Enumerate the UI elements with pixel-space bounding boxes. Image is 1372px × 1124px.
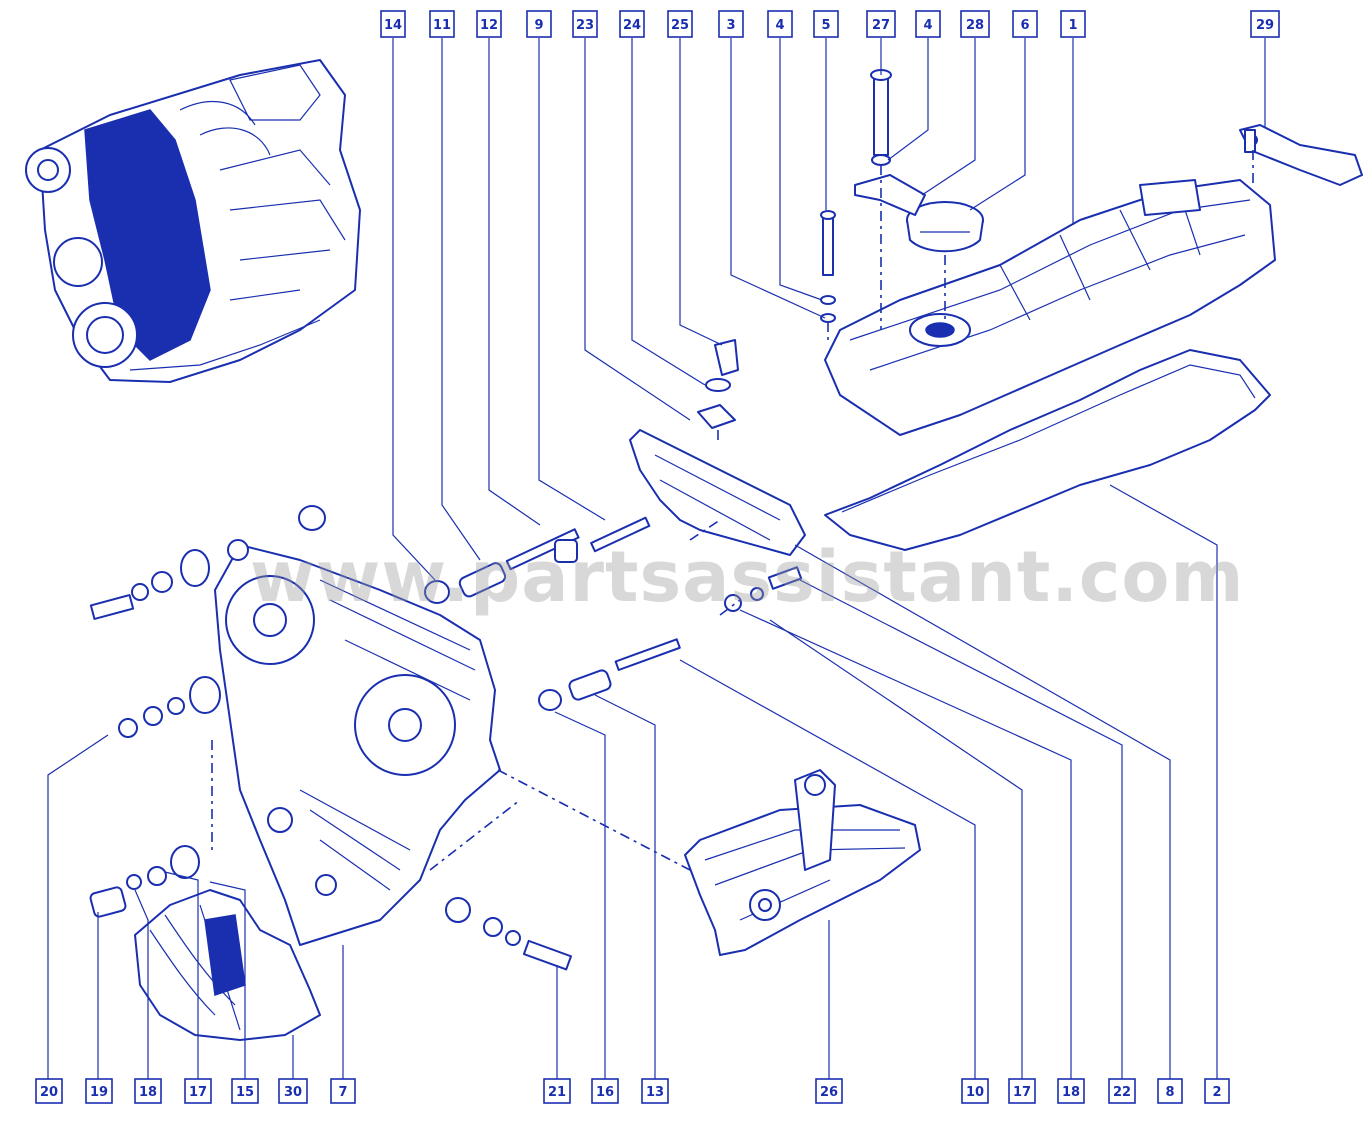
- rocker-cover-gasket: [824, 349, 1271, 551]
- svg-text:6: 6: [1020, 18, 1029, 33]
- leader-lines: [47, 38, 1266, 1080]
- svg-text:1: 1: [1068, 18, 1077, 33]
- callout-9: 9: [526, 10, 552, 38]
- callout-29: 29: [1250, 10, 1280, 38]
- callout-2: 2: [1204, 1078, 1230, 1104]
- svg-text:2: 2: [1212, 1085, 1221, 1100]
- svg-text:20: 20: [40, 1085, 58, 1100]
- callout-19: 19: [85, 1078, 113, 1104]
- bracket: [1239, 124, 1363, 186]
- svg-text:18: 18: [139, 1085, 157, 1100]
- breather-assembly: [629, 339, 806, 556]
- svg-text:12: 12: [480, 18, 498, 33]
- callout-5: 5: [813, 10, 839, 38]
- timing-cover: [214, 544, 501, 946]
- callout-4b: 4: [915, 10, 941, 38]
- svg-text:28: 28: [966, 18, 984, 33]
- svg-text:4: 4: [923, 18, 932, 33]
- svg-text:15: 15: [236, 1085, 254, 1100]
- engine-overview-illustration: [25, 59, 361, 383]
- svg-text:22: 22: [1113, 1085, 1131, 1100]
- callout-25: 25: [667, 10, 693, 38]
- callout-16: 16: [591, 1078, 619, 1104]
- callout-30: 30: [278, 1078, 308, 1104]
- rocker-cover: [824, 179, 1276, 436]
- svg-text:14: 14: [384, 18, 402, 33]
- callout-12: 12: [476, 10, 502, 38]
- callout-27: 27: [866, 10, 896, 38]
- svg-text:8: 8: [1165, 1085, 1174, 1100]
- svg-text:11: 11: [433, 18, 451, 33]
- svg-text:24: 24: [623, 18, 641, 33]
- callout-20: 20: [35, 1078, 63, 1104]
- cover-bolt-stack: [854, 69, 926, 216]
- callout-28: 28: [960, 10, 990, 38]
- svg-text:16: 16: [596, 1085, 614, 1100]
- svg-text:10: 10: [966, 1085, 984, 1100]
- svg-text:9: 9: [534, 18, 543, 33]
- callouts-top: 14 11 12 9 23 24 25 3 4 5 27 4 28 6 1 29: [380, 10, 1280, 38]
- tensioner-guard: [134, 889, 321, 1041]
- callout-10: 10: [961, 1078, 989, 1104]
- alignment-lines: [211, 150, 1254, 871]
- callout-18b: 18: [1057, 1078, 1085, 1104]
- svg-text:17: 17: [1013, 1085, 1031, 1100]
- svg-text:3: 3: [726, 18, 735, 33]
- svg-text:17: 17: [189, 1085, 207, 1100]
- chain-guide-bracket: [684, 769, 921, 956]
- svg-text:23: 23: [576, 18, 594, 33]
- svg-text:13: 13: [646, 1085, 664, 1100]
- svg-text:27: 27: [872, 18, 890, 33]
- svg-text:26: 26: [820, 1085, 838, 1100]
- svg-text:29: 29: [1256, 18, 1274, 33]
- callout-1: 1: [1060, 10, 1086, 38]
- callout-21: 21: [543, 1078, 571, 1104]
- svg-text:7: 7: [338, 1085, 347, 1100]
- watermark-text: www.partsassistant.com: [250, 536, 1245, 618]
- callout-22: 22: [1108, 1078, 1136, 1104]
- callout-4a: 4: [767, 10, 793, 38]
- svg-text:4: 4: [775, 18, 784, 33]
- fasteners: [89, 129, 1256, 971]
- callout-18a: 18: [134, 1078, 162, 1104]
- callout-6: 6: [1012, 10, 1038, 38]
- callout-17b: 17: [1008, 1078, 1036, 1104]
- callout-24: 24: [619, 10, 645, 38]
- svg-text:30: 30: [284, 1085, 302, 1100]
- callout-17a: 17: [184, 1078, 212, 1104]
- callout-13: 13: [641, 1078, 669, 1104]
- callout-23: 23: [572, 10, 598, 38]
- svg-text:18: 18: [1062, 1085, 1080, 1100]
- svg-text:5: 5: [821, 18, 830, 33]
- callout-7: 7: [330, 1078, 356, 1104]
- callout-11: 11: [429, 10, 455, 38]
- callout-15: 15: [231, 1078, 259, 1104]
- callouts-bottom: 20 19 18 17 15 30 7 21 16 13 26 10 17 18…: [35, 1078, 1230, 1104]
- callout-8: 8: [1157, 1078, 1183, 1104]
- svg-text:19: 19: [90, 1085, 108, 1100]
- svg-text:25: 25: [671, 18, 689, 33]
- small-bolt: [820, 210, 836, 323]
- callout-3: 3: [718, 10, 744, 38]
- callout-26: 26: [815, 1078, 843, 1104]
- callout-14: 14: [380, 10, 406, 38]
- svg-text:21: 21: [548, 1085, 566, 1100]
- oil-filler-cap: [906, 201, 984, 253]
